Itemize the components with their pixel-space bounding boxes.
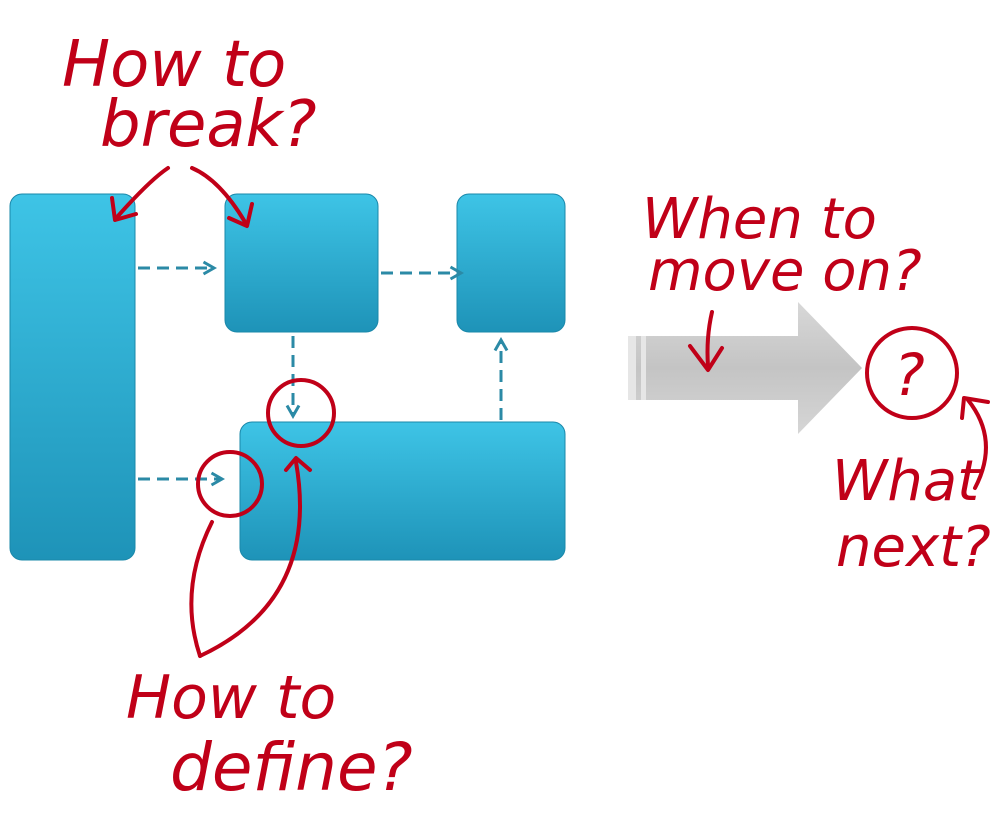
how-to-break-line1: How to — [62, 28, 286, 102]
move-on-arrow — [705, 310, 714, 368]
when-to-move-on-line1: When to — [642, 187, 877, 252]
define-circle-lower — [196, 450, 264, 518]
define-line-to-lower-circle — [189, 520, 214, 658]
how-to-break-line2: break? — [100, 88, 317, 162]
what-next-line1: What — [832, 449, 981, 514]
big-gray-arrow — [628, 302, 862, 434]
block-left-tall — [9, 193, 136, 561]
question-mark: ? — [894, 341, 925, 409]
break-arrow-left — [116, 166, 170, 218]
block-bottom-wide — [239, 421, 566, 561]
block-top-middle — [224, 193, 379, 333]
define-circle-upper — [266, 378, 336, 448]
move-on-arrow-head — [688, 344, 724, 372]
what-next-arrow — [966, 398, 988, 490]
block-top-right — [456, 193, 566, 333]
what-next-arrow-head — [960, 396, 990, 420]
question-circle — [865, 326, 959, 420]
what-next-line2: next? — [836, 515, 991, 580]
break-arrow-right-head — [227, 202, 254, 228]
how-to-define-line2: define? — [170, 729, 413, 806]
break-arrow-right — [190, 166, 247, 224]
define-line-upper-head — [284, 456, 312, 472]
break-arrow-left-head — [110, 196, 138, 222]
when-to-move-on-line2: move on? — [648, 239, 922, 304]
how-to-define-line1: How to — [126, 663, 336, 733]
define-line-to-upper-circle — [198, 460, 302, 658]
